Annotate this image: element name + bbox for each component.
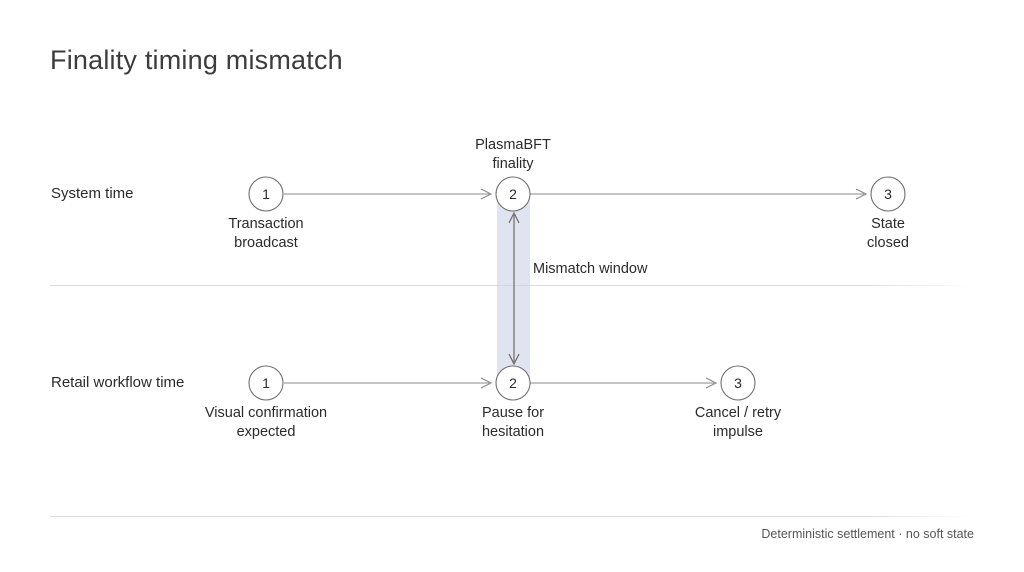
arrowhead-top-2-3 (855, 188, 868, 200)
node-top-2-toplabel: PlasmaBFT finality (475, 137, 551, 173)
arrowhead-top-1-2 (480, 188, 493, 200)
node-top-1-caption: Transaction broadcast (228, 216, 304, 252)
node-top-1-number: 1 (262, 186, 270, 202)
mismatch-window-label: Mismatch window (533, 261, 648, 277)
page-title: Finality timing mismatch (50, 45, 343, 75)
arrowhead-bottom-2-3 (705, 377, 718, 389)
node-top-2[interactable] (495, 176, 531, 212)
node-top-3-number: 3 (884, 186, 892, 202)
mismatch-arrowhead-up (508, 211, 520, 224)
footer-divider (50, 516, 974, 517)
node-top-2-number: 2 (509, 186, 517, 202)
node-bottom-2[interactable] (495, 365, 531, 401)
node-bottom-3[interactable] (720, 365, 756, 401)
node-top-3-caption: State closed (867, 216, 909, 252)
node-top-3[interactable] (870, 176, 906, 212)
node-bottom-1-number: 1 (262, 375, 270, 391)
footer-note: Deterministic settlement · no soft state (761, 527, 974, 541)
mismatch-arrowhead-down (508, 353, 520, 366)
node-bottom-2-caption: Pause for hesitation (481, 405, 545, 441)
lane-label-retail-workflow-time: Retail workflow time (51, 374, 185, 391)
lane-label-system-time: System time (51, 185, 134, 202)
node-top-1[interactable] (248, 176, 284, 212)
node-bottom-2-number: 2 (509, 375, 517, 391)
arrowhead-bottom-1-2 (480, 377, 493, 389)
node-bottom-3-caption: Cancel / retry impulse (694, 405, 782, 441)
node-bottom-1[interactable] (248, 365, 284, 401)
node-bottom-1-caption: Visual confirmation expected (204, 405, 328, 441)
node-bottom-3-number: 3 (734, 375, 742, 391)
